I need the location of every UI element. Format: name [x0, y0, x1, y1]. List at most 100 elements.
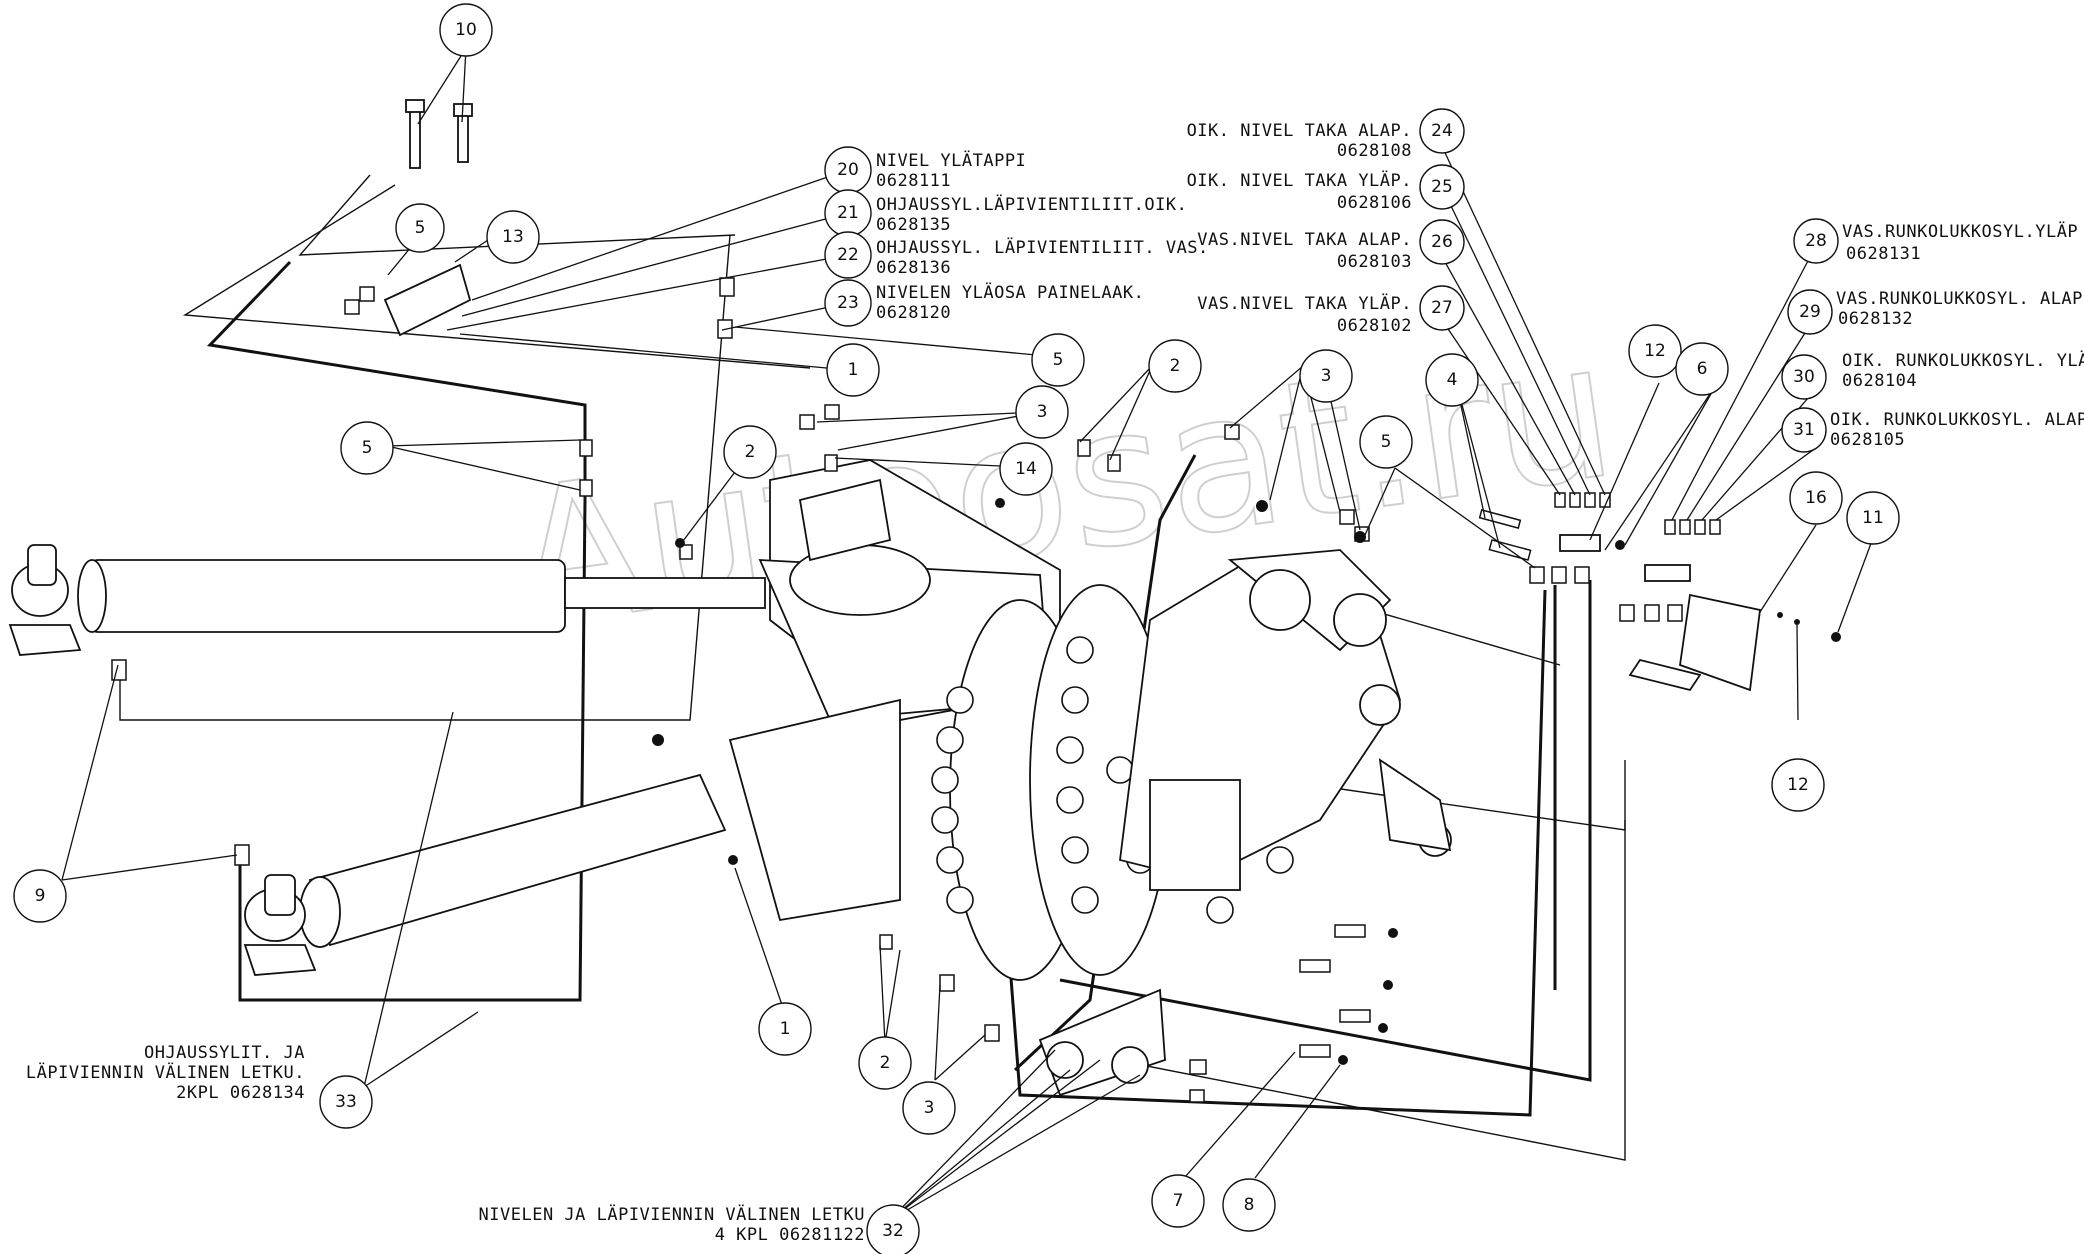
callout-bubble: 12 — [1771, 758, 1825, 812]
callout-bubble: 14 — [999, 442, 1053, 496]
svg-text:24: 24 — [1431, 121, 1453, 141]
callout-bubble: 5 — [1031, 333, 1085, 387]
svg-text:30: 30 — [1793, 367, 1815, 387]
svg-text:5: 5 — [415, 218, 426, 238]
callout-bubble: 5 — [395, 203, 445, 253]
svg-text:4: 4 — [1447, 370, 1458, 390]
label-oik-nivel-taka-ylap: OIK. NIVEL TAKA YLÄP. — [1187, 170, 1412, 191]
callout-bubble: 31 — [1781, 407, 1827, 453]
callout-bubble: 7 — [1151, 1174, 1205, 1228]
label-part-number: 0628131 — [1846, 244, 1921, 264]
svg-text:2: 2 — [880, 1053, 891, 1073]
svg-text:27: 27 — [1431, 298, 1453, 318]
label-part-number: 0628120 — [876, 303, 951, 323]
label-part-number: 0628102 — [1337, 316, 1412, 336]
svg-text:2: 2 — [745, 442, 756, 462]
callout-bubble: 12 — [1628, 324, 1682, 378]
label-part-number: 0628111 — [876, 171, 951, 191]
label-part-number: 0628104 — [1842, 371, 1917, 391]
callout-bubble: 16 — [1789, 471, 1843, 525]
callout-bubble: 9 — [13, 869, 67, 923]
callout-bubble: 22 — [824, 231, 872, 279]
label-part-number: 0628132 — [1838, 309, 1913, 329]
svg-text:13: 13 — [502, 227, 524, 247]
svg-text:8: 8 — [1244, 1195, 1255, 1215]
svg-text:2: 2 — [1170, 356, 1181, 376]
label-nivelen-letku-qty: 4 KPL 06281122 — [715, 1225, 865, 1245]
callout-bubble: 28 — [1793, 218, 1839, 264]
svg-text:5: 5 — [1053, 350, 1064, 370]
callout-bubble: 11 — [1846, 491, 1900, 545]
svg-text:6: 6 — [1697, 359, 1708, 379]
callout-bubble: 2 — [858, 1036, 912, 1090]
label-part-number: 0628106 — [1337, 193, 1412, 213]
label-vas-runkolukkosyl-ylap: VAS.RUNKOLUKKOSYL.YLÄP — [1842, 221, 2078, 242]
callout-bubble: 4 — [1425, 353, 1479, 407]
svg-text:7: 7 — [1173, 1191, 1184, 1211]
callout-bubble: 21 — [824, 189, 872, 237]
label-ohjaussyl-vas: OHJAUSSYL. LÄPIVIENTILIIT. VAS. — [876, 237, 1209, 258]
hose-lines — [119, 174, 1626, 1161]
svg-text:3: 3 — [1321, 366, 1332, 386]
callout-bubble: 30 — [1781, 354, 1827, 400]
lower-clevis — [1038, 988, 1166, 1097]
label-part-number: 0628103 — [1337, 252, 1412, 272]
svg-text:31: 31 — [1793, 420, 1815, 440]
leader-lines — [61, 47, 1874, 1221]
callout-bubble: 5 — [1359, 415, 1413, 469]
svg-text:11: 11 — [1862, 508, 1884, 528]
label-nivelen-letku: NIVELEN JA LÄPIVIENNIN VÄLINEN LETKU — [479, 1204, 865, 1225]
callout-bubble: 3 — [1299, 349, 1353, 403]
svg-text:32: 32 — [882, 1221, 904, 1241]
svg-text:3: 3 — [924, 1098, 935, 1118]
top-block — [383, 99, 473, 337]
left-lower-cylinder — [243, 773, 727, 976]
callout-bubble: 26 — [1419, 219, 1465, 265]
svg-text:21: 21 — [837, 203, 859, 223]
left-upper-cylinder — [8, 544, 766, 656]
svg-text:1: 1 — [780, 1019, 791, 1039]
label-oik-runkolukkosyl-alap: OIK. RUNKOLUKKOSYL. ALAP. — [1830, 410, 2084, 430]
label-vas-nivel-taka-ylap: VAS.NIVEL TAKA YLÄP. — [1197, 293, 1412, 314]
label-vas-nivel-taka-alap: VAS.NIVEL TAKA ALAP. — [1197, 230, 1412, 250]
callout-bubble: 32 — [866, 1204, 920, 1254]
svg-text:20: 20 — [837, 160, 859, 180]
svg-text:12: 12 — [1787, 775, 1809, 795]
svg-text:1: 1 — [848, 360, 859, 380]
callout-bubble: 6 — [1675, 342, 1729, 396]
callout-bubble: 3 — [1015, 385, 1069, 439]
svg-text:3: 3 — [1037, 402, 1048, 422]
label-part-number: 0628108 — [1337, 141, 1412, 161]
callout-bubble: 27 — [1419, 285, 1465, 331]
label-oik-runkolukkosyl-ylap: OIK. RUNKOLUKKOSYL. YLÄP — [1842, 350, 2084, 371]
svg-text:5: 5 — [362, 438, 373, 458]
callout-bubble: 10 — [439, 3, 493, 57]
svg-text:25: 25 — [1431, 177, 1453, 197]
label-nivel-ylatappi: NIVEL YLÄTAPPI — [876, 150, 1026, 171]
callout-bubble: 29 — [1787, 289, 1833, 335]
callout-bubble: 23 — [824, 279, 872, 327]
svg-text:14: 14 — [1015, 459, 1037, 479]
label-ohjaussylit-letku-qty: 2KPL 0628134 — [176, 1083, 305, 1103]
svg-text:9: 9 — [35, 886, 46, 906]
svg-text:10: 10 — [455, 20, 477, 40]
callout-bubble: 2 — [1148, 339, 1202, 393]
callout-bubble: 1 — [758, 1002, 812, 1056]
callout-bubble: 3 — [902, 1081, 956, 1135]
callout-bubble: 8 — [1222, 1178, 1276, 1232]
callout-bubble: 2 — [723, 425, 777, 479]
rotating-plate — [931, 584, 1304, 981]
callout-bubble: 5 — [340, 421, 394, 475]
svg-text:28: 28 — [1805, 231, 1827, 251]
label-ohjaussyl-oik: OHJAUSSYL.LÄPIVIENTILIIT.OIK. — [876, 194, 1187, 215]
callout-bubble: 1 — [826, 343, 880, 397]
label-part-number: 0628136 — [876, 258, 951, 278]
svg-text:23: 23 — [837, 293, 859, 313]
callout-bubble: 33 — [319, 1075, 373, 1129]
part-labels: NIVEL YLÄTAPPI 0628111 OHJAUSSYL.LÄPIVIE… — [26, 121, 2084, 1245]
svg-text:29: 29 — [1799, 302, 1821, 322]
label-part-number: 0628105 — [1830, 430, 1905, 450]
callout-bubble: 20 — [824, 146, 872, 194]
